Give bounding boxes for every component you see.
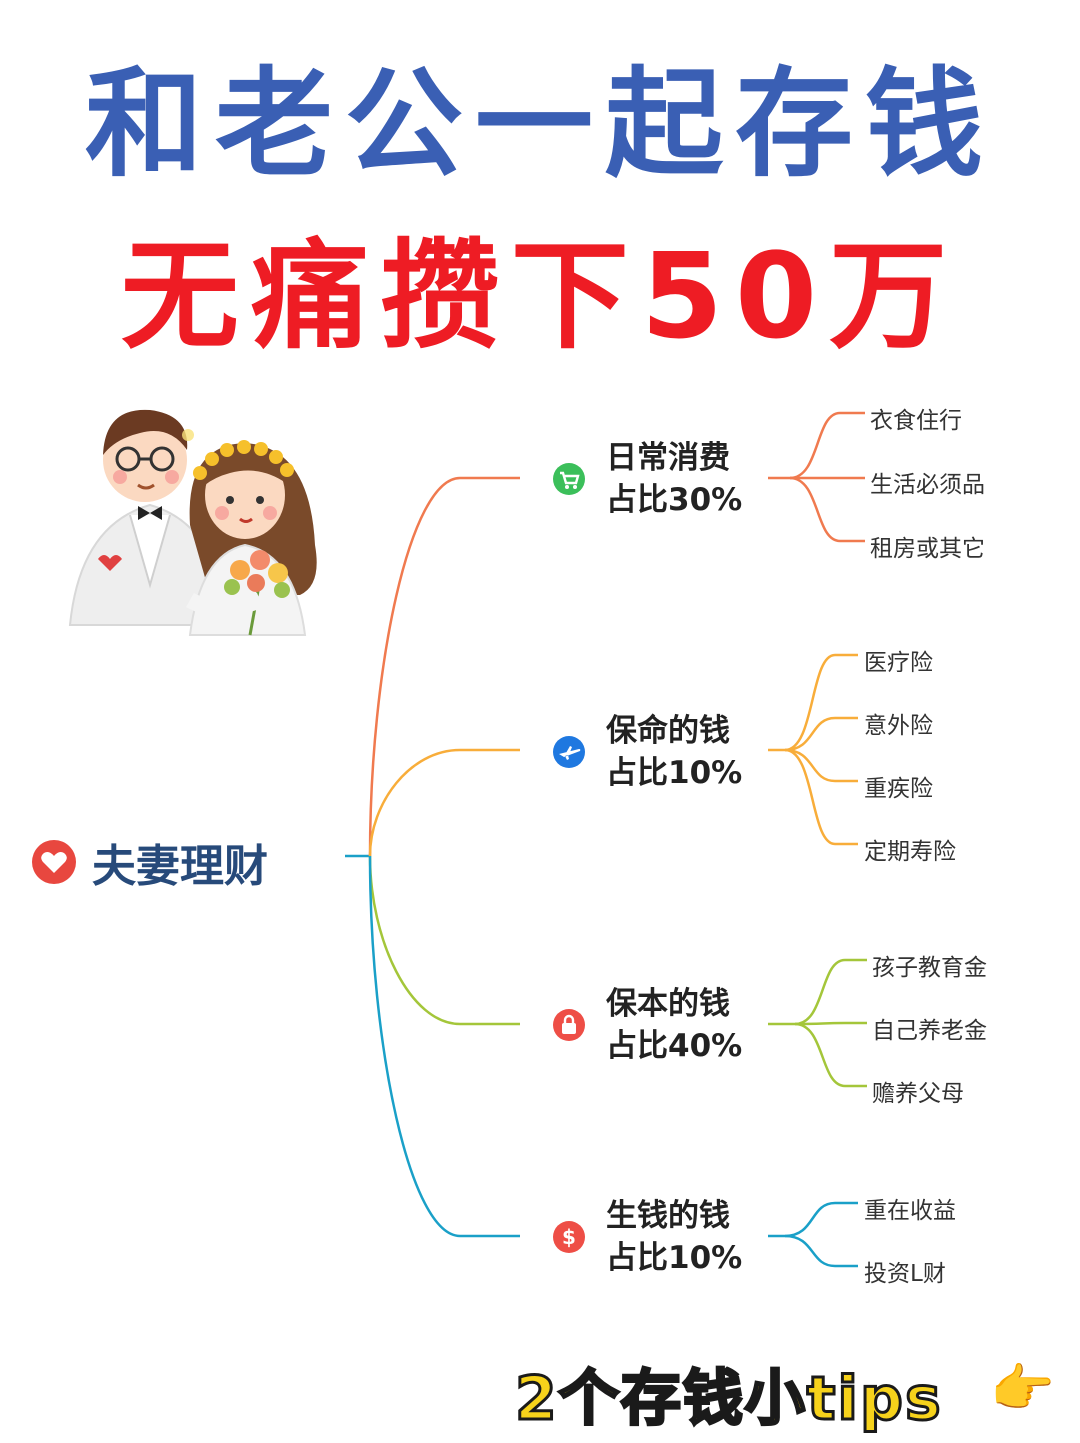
leaf-item: 生活必须品 xyxy=(870,472,985,498)
leaf-connector xyxy=(794,1021,867,1026)
leaf-item: 投资L财 xyxy=(864,1261,946,1287)
branch-title: 日常消费 xyxy=(606,440,730,476)
leaf-item: 医疗险 xyxy=(864,650,933,676)
leaf-connector xyxy=(784,653,858,752)
branch-daily-spending: 日常消费 占比30% xyxy=(552,437,742,521)
leaf-connector xyxy=(784,716,858,752)
branch-ratio: 占比10% xyxy=(606,755,743,791)
branch-ratio: 占比10% xyxy=(606,1240,743,1276)
root-node: 夫妻理财 xyxy=(30,830,268,894)
leaf-item: 意外险 xyxy=(864,713,933,739)
branch-money-making: $ 生钱的钱 占比10% xyxy=(552,1195,742,1279)
leaf-item: 衣食住行 xyxy=(870,408,962,434)
leaf-connector xyxy=(794,958,867,1026)
leaf-item: 租房或其它 xyxy=(870,536,985,562)
branch-connector xyxy=(368,855,520,1026)
branch-connector xyxy=(368,855,520,1238)
leaf-item: 重在收益 xyxy=(864,1198,956,1224)
branch-ratio: 占比30% xyxy=(606,482,743,518)
couple-illustration xyxy=(68,409,317,636)
branch-ratio: 占比40% xyxy=(606,1028,743,1064)
branch-principal-protection: 保本的钱 占比40% xyxy=(552,983,742,1067)
dollar-icon: $ xyxy=(553,1221,585,1253)
title-line2: 无痛攒下50万 xyxy=(120,227,960,365)
branch-life-insurance: 保命的钱 占比10% xyxy=(552,710,742,794)
leaf-item: 赡养父母 xyxy=(872,1081,964,1107)
footer-tips: 2个存钱小tips xyxy=(514,1363,943,1436)
svg-text:$: $ xyxy=(562,1225,576,1249)
branch-connector xyxy=(368,748,520,857)
leaf-item: 定期寿险 xyxy=(864,839,956,865)
branch-connector xyxy=(368,476,520,857)
leaf-connector xyxy=(784,1201,858,1238)
leaf-connector xyxy=(784,1234,858,1268)
leaf-connector xyxy=(784,748,858,783)
leaf-item: 孩子教育金 xyxy=(872,955,987,981)
leaf-item: 重疾险 xyxy=(864,776,933,802)
branch-title: 保命的钱 xyxy=(606,713,730,749)
branch-title: 保本的钱 xyxy=(606,986,730,1022)
shopping-cart-icon xyxy=(553,463,585,495)
root-label: 夫妻理财 xyxy=(92,841,268,892)
airplane-icon xyxy=(553,736,585,768)
leaf-connector xyxy=(784,748,858,846)
leaf-connector xyxy=(789,411,865,480)
lock-icon xyxy=(553,1009,585,1041)
pointing-hand-icon: 👉 xyxy=(990,1359,1055,1419)
leaf-item: 自己养老金 xyxy=(872,1018,987,1044)
branch-title: 生钱的钱 xyxy=(606,1198,730,1234)
leaf-connector xyxy=(794,1022,867,1088)
title-line1: 和老公一起存钱 xyxy=(84,55,995,193)
heart-icon xyxy=(32,840,76,884)
leaf-connector xyxy=(789,476,865,543)
